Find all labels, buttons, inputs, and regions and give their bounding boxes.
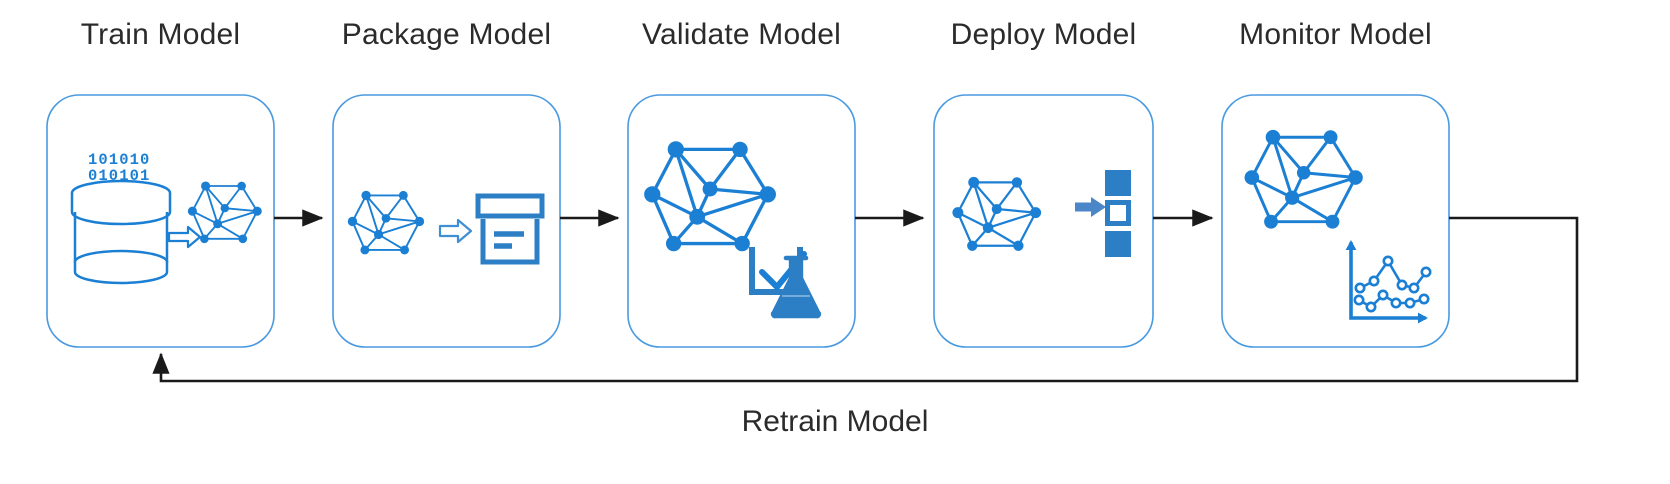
outlined-arrow-icon (438, 218, 473, 244)
lab-flask-icon (770, 255, 822, 319)
stage-title-validate: Validate Model (641, 18, 842, 51)
outlined-arrow-icon (167, 225, 202, 249)
line-chart-icon (1345, 240, 1432, 324)
package-box-icon (475, 193, 545, 265)
card-outline-package (332, 94, 561, 348)
server-block-top (1105, 170, 1131, 196)
stage-card-package[interactable] (332, 94, 561, 348)
solid-arrow-icon (1075, 197, 1106, 217)
chart-axes (1349, 242, 1426, 320)
retrain-feedback-loop (152, 216, 1579, 383)
server-block-middle (1105, 200, 1131, 226)
server-stack-icon (1105, 170, 1131, 257)
stage-title-package: Package Model (341, 18, 552, 51)
stage-card-validate[interactable] (627, 94, 856, 348)
chart-series-lower (1353, 289, 1430, 313)
server-block-bottom (1105, 231, 1131, 257)
stage-title-train: Train Model (80, 18, 241, 51)
stage-title-monitor: Monitor Model (1239, 18, 1432, 51)
stage-card-train[interactable]: 101010 010101 101010 (46, 94, 275, 348)
card-outline-train (46, 94, 275, 348)
retrain-loop-label: Retrain Model (741, 405, 929, 438)
stage-title-deploy: Deploy Model (950, 18, 1137, 51)
stage-card-deploy[interactable] (933, 94, 1154, 348)
card-outline-validate (627, 94, 856, 348)
card-outline-deploy (933, 94, 1154, 348)
svg-text:101010: 101010 (88, 151, 150, 169)
database-cylinder-icon (70, 179, 172, 285)
chart-series-upper (1354, 255, 1432, 294)
stage-card-monitor[interactable] (1221, 94, 1450, 348)
